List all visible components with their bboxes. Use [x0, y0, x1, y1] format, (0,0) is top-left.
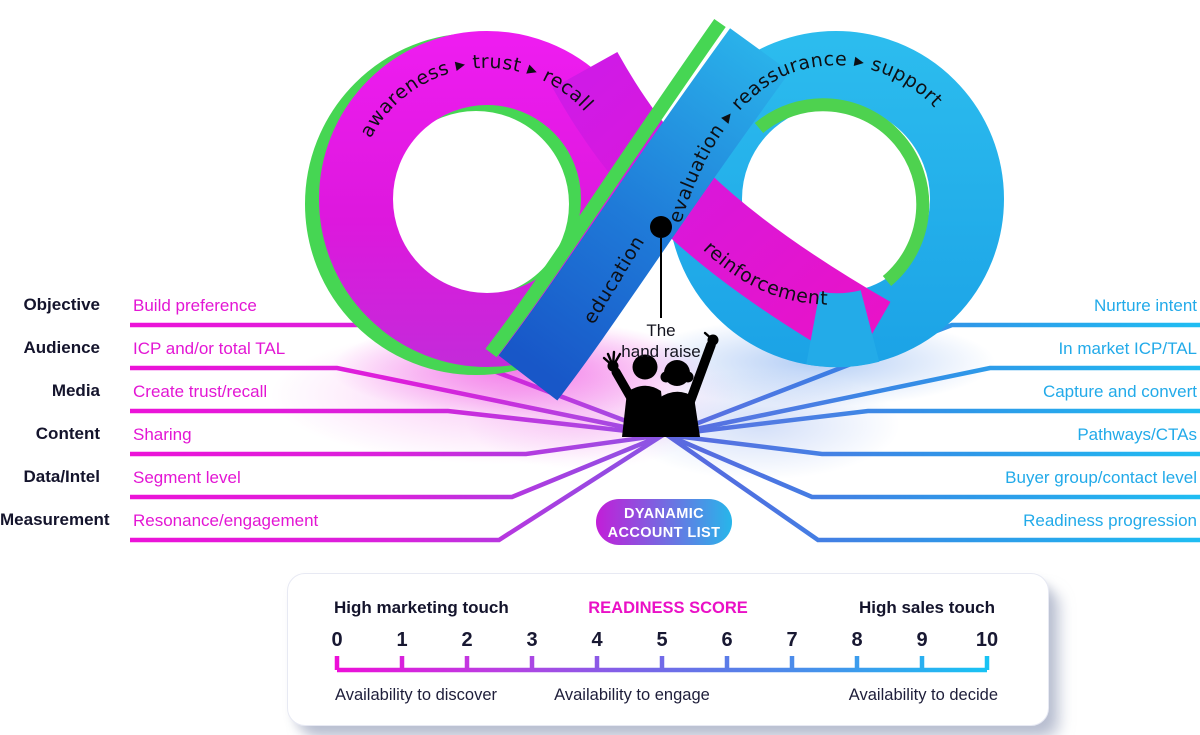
- hand-raise-silhouette-icon: [602, 331, 719, 437]
- dynamic-account-list-badge: DYANAMIC ACCOUNT LIST: [596, 499, 732, 545]
- row-right-content: Pathways/CTAs: [1077, 425, 1197, 444]
- scale-tick-numbers: 0 1 2 3 4 5 6 7 8 9 10: [331, 629, 998, 651]
- hand-raise-marker: [650, 216, 672, 318]
- row-right-measurement: Readiness progression: [1023, 511, 1197, 530]
- hand-raise-line2: hand raise: [621, 342, 701, 362]
- row-label-data-intel: Data/Intel: [23, 467, 100, 486]
- hand-raise-caption: The hand raise: [591, 320, 731, 363]
- scale-line: [334, 656, 990, 673]
- tick-number: 6: [721, 629, 732, 651]
- readiness-score-title: READINESS SCORE: [588, 599, 748, 617]
- tick-number: 8: [851, 629, 862, 651]
- zone-availability-to-engage: Availability to engage: [554, 686, 710, 704]
- row-label-content: Content: [35, 424, 100, 443]
- right-loop-inner-green-edge: [754, 98, 930, 286]
- readiness-score-panel: High marketing touch READINESS SCORE Hig…: [287, 573, 1049, 726]
- connector-line: [130, 433, 665, 543]
- badge-line1: DYANAMIC: [623, 506, 704, 522]
- readiness-scale: 0 1 2 3 4 5 6 7 8 9 10: [331, 629, 998, 673]
- zone-availability-to-discover: Availability to discover: [335, 686, 498, 704]
- tick-number: 10: [976, 629, 998, 651]
- row-left-objective: Build preference: [133, 296, 257, 315]
- badge-line2: ACCOUNT LIST: [607, 524, 721, 541]
- hand-raise-line1: The: [646, 321, 676, 340]
- education-band-green-edge: [485, 18, 726, 358]
- row-right-data-intel: Buyer group/contact level: [1005, 468, 1197, 487]
- row-label-audience: Audience: [23, 338, 100, 357]
- row-left-media: Create trust/recall: [133, 382, 268, 401]
- tick-number: 4: [591, 629, 603, 651]
- zone-availability-to-decide: Availability to decide: [848, 686, 998, 704]
- row-left-audience: ICP and/or total TAL: [133, 339, 286, 358]
- row-left-data-intel: Segment level: [133, 468, 241, 487]
- high-sales-touch-label: High sales touch: [858, 598, 995, 617]
- row-right-media: Capture and convert: [1042, 382, 1197, 401]
- row-left-measurement: Resonance/engagement: [133, 511, 319, 530]
- cyan-cover-arc: [806, 289, 880, 368]
- tick-number: 1: [396, 629, 407, 651]
- tick-number: 7: [786, 629, 797, 651]
- infinity-ribbon: [305, 18, 1004, 401]
- tick-number: 5: [656, 629, 667, 651]
- tick-number: 3: [526, 629, 537, 651]
- row-label-objective: Objective: [23, 295, 100, 314]
- education-band: [498, 28, 790, 401]
- tick-number: 2: [461, 629, 472, 651]
- row-label-measurement: Measurement: [0, 510, 110, 529]
- tick-number: 0: [331, 629, 342, 651]
- row-right-objective: Nurture intent: [1094, 296, 1197, 315]
- high-marketing-touch-label: High marketing touch: [334, 598, 509, 617]
- marker-dot: [650, 216, 672, 238]
- row-left-content: Sharing: [133, 425, 192, 444]
- row-label-media: Media: [51, 381, 100, 400]
- row-right-audience: In market ICP/TAL: [1058, 339, 1197, 358]
- tick-number: 9: [916, 629, 927, 651]
